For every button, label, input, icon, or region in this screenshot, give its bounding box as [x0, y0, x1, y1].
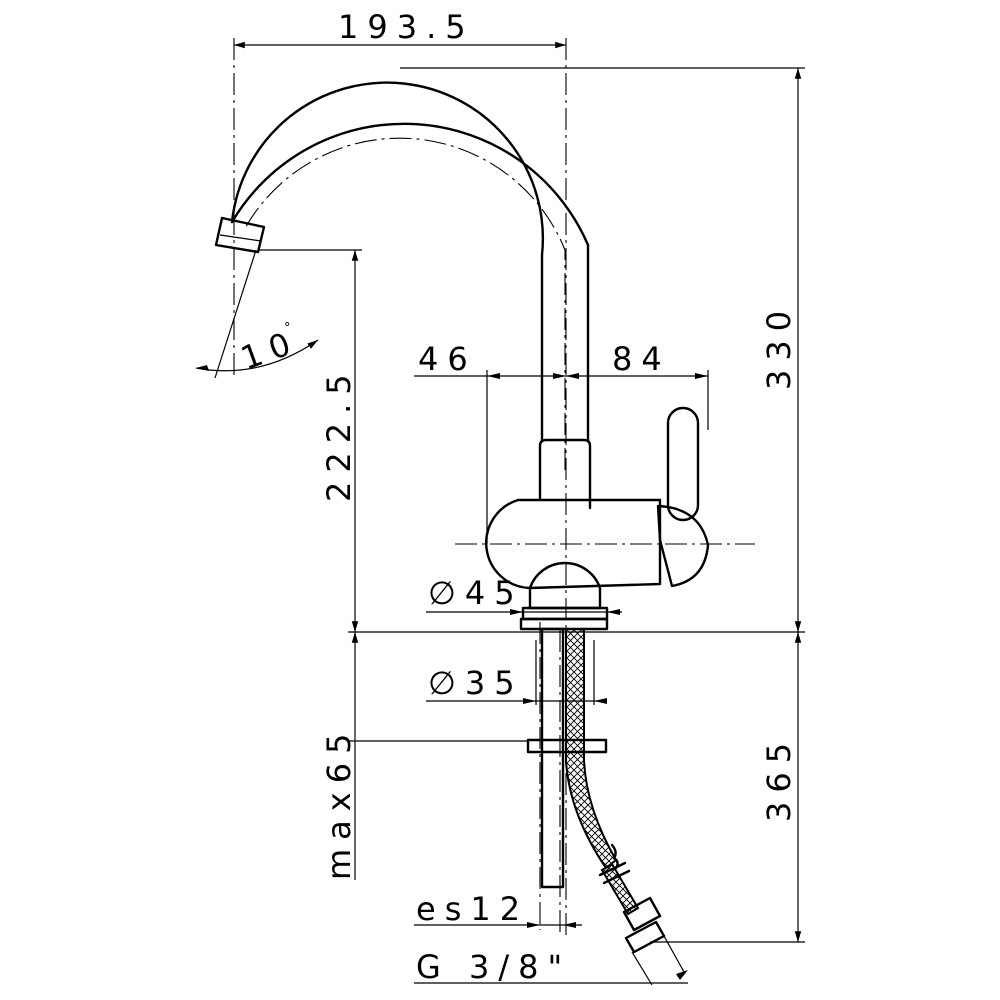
dim-label-es12: es12 [416, 890, 529, 928]
dim-365 [650, 632, 805, 943]
dim-label-g38: G 3/8" [416, 948, 571, 986]
angle-10 [195, 249, 319, 379]
dim-label-max65: max65 [320, 725, 358, 880]
dim-es12 [414, 922, 582, 928]
valve-body [485, 498, 662, 590]
dim-g38 [414, 935, 688, 986]
braided-hose [565, 628, 640, 916]
dim-222.5 [258, 249, 362, 632]
dim-35 [426, 640, 607, 705]
dim-label-35: ∅35 [428, 664, 524, 702]
dim-330 [400, 67, 805, 632]
spout-tube [230, 81, 590, 470]
dim-label-365: 365 [760, 734, 798, 822]
dim-label-46: 46 [418, 340, 477, 378]
dim-46-84 [414, 370, 709, 544]
dim-max65 [348, 632, 528, 880]
angle-unit: ° [284, 321, 291, 336]
center-lines [233, 38, 755, 940]
dim-45 [426, 609, 622, 615]
lever-handle [656, 406, 710, 588]
dim-label-45: ∅45 [428, 574, 524, 612]
dim-label-84: 84 [612, 340, 671, 378]
dim-label-222.5: 222.5 [320, 365, 358, 502]
spout-collar [538, 438, 592, 510]
threaded-rod [540, 627, 565, 889]
dim-label-193.5: 193.5 [338, 8, 475, 46]
angle-label-10: 10 [236, 322, 304, 378]
base-ring [519, 606, 609, 631]
dim-label-330: 330 [760, 302, 798, 390]
spout-aerator [214, 216, 266, 254]
